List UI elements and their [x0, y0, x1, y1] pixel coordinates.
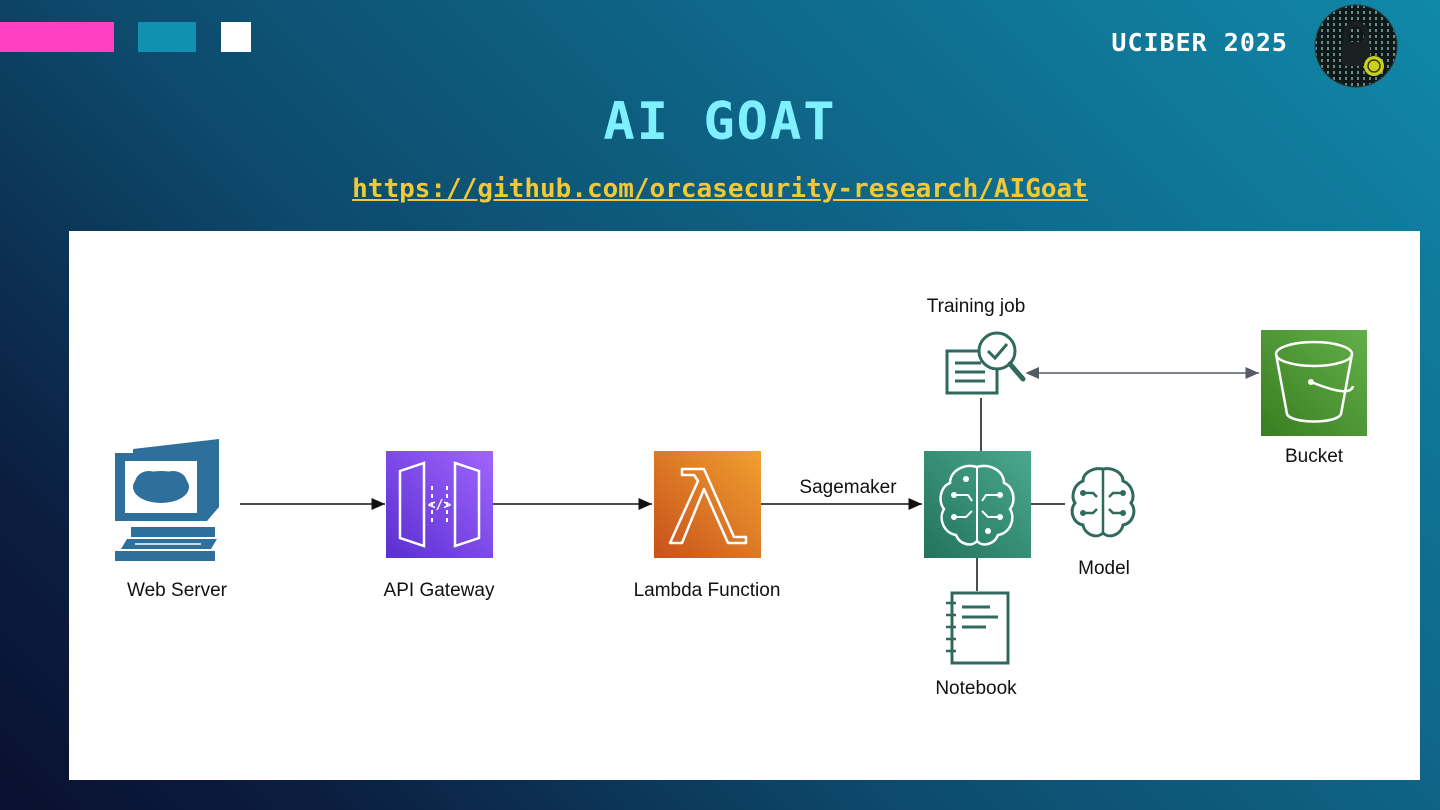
- svg-text:</>: </>: [428, 498, 452, 513]
- lock-logo-icon: [1314, 4, 1398, 88]
- training-job-label: Training job: [926, 296, 1026, 317]
- accent-bar-pink: [0, 22, 114, 52]
- conference-label: UCIBER 2025: [1111, 28, 1288, 57]
- architecture-diagram: </>: [69, 231, 1420, 780]
- notebook-icon: [946, 591, 1010, 665]
- sagemaker-edge-label: Sagemaker: [799, 477, 897, 498]
- s3-bucket-icon: [1261, 330, 1367, 436]
- monitor-icon: [115, 439, 219, 561]
- page-title: AI GOAT: [603, 92, 837, 152]
- training-job-icon: [945, 331, 1026, 395]
- accent-square-white: [221, 22, 251, 52]
- sagemaker-brain-icon: [924, 451, 1031, 558]
- model-brain-icon: [1070, 467, 1136, 538]
- lambda-function-label: Lambda Function: [633, 580, 781, 601]
- model-label: Model: [1078, 558, 1130, 579]
- api-gateway-label: API Gateway: [383, 580, 495, 601]
- notebook-label: Notebook: [935, 678, 1017, 699]
- api-gateway-icon: </>: [386, 451, 493, 558]
- web-server-label: Web Server: [127, 580, 227, 601]
- lambda-icon: [654, 451, 761, 558]
- accent-bar-teal: [138, 22, 196, 52]
- repo-link[interactable]: https://github.com/orcasecurity-research…: [352, 174, 1088, 204]
- bucket-label: Bucket: [1284, 446, 1344, 467]
